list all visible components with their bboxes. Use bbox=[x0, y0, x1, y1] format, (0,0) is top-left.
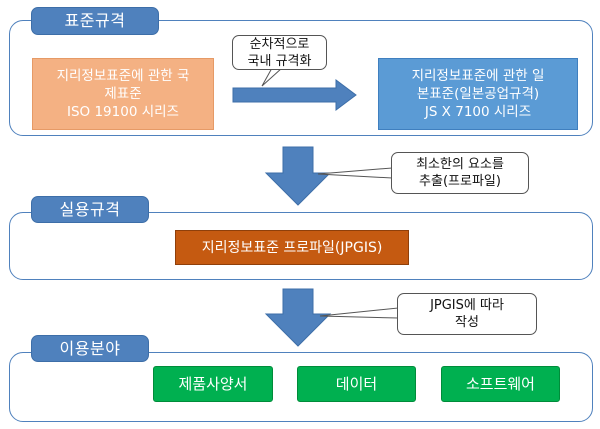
usage-item-label: 제품사양서 bbox=[178, 375, 248, 393]
transform-note-callout: 순차적으로 국내 규격화 bbox=[232, 35, 327, 70]
down-arrow-to-practical bbox=[264, 146, 332, 206]
japanese-standard-text: 지리정보표준에 관한 일 본표준(일본공업규격) JS X 7100 시리즈 bbox=[411, 68, 545, 120]
down-arrow-to-usage bbox=[264, 288, 332, 347]
usage-item-product-spec: 제품사양서 bbox=[153, 366, 273, 402]
callout-pointer-create bbox=[319, 307, 399, 319]
usage-item-label: 소프트웨어 bbox=[465, 375, 535, 393]
callout-pointer-transform bbox=[261, 67, 284, 87]
usage-item-software: 소프트웨어 bbox=[441, 366, 560, 402]
japanese-standard-box: 지리정보표준에 관한 일 본표준(일본공업규격) JS X 7100 시리즈 bbox=[378, 58, 578, 130]
usage-section-tab: 이용분야 bbox=[31, 335, 149, 362]
international-standard-box: 지리정보표준에 관한 국 제표준 ISO 19100 시리즈 bbox=[32, 58, 214, 130]
jpgis-profile-text: 지리정보표준 프로파일(JPGIS) bbox=[201, 239, 383, 256]
create-note-text: JPGIS에 따라 작성 bbox=[430, 298, 504, 330]
usage-item-data: 데이터 bbox=[297, 366, 416, 402]
jpgis-profile-box: 지리정보표준 프로파일(JPGIS) bbox=[175, 230, 409, 265]
standard-section-tab: 표준규격 bbox=[31, 7, 159, 35]
right-arrow bbox=[232, 79, 357, 111]
create-note-callout: JPGIS에 따라 작성 bbox=[397, 293, 537, 335]
callout-pointer-extract bbox=[317, 167, 393, 179]
usage-item-label: 데이터 bbox=[335, 375, 378, 393]
transform-note-text: 순차적으로 국내 규격화 bbox=[247, 36, 312, 69]
extract-note-text: 최소한의 요소를 추출(프로파일) bbox=[416, 157, 504, 189]
practical-section-tab: 실용규격 bbox=[31, 196, 149, 223]
practical-section-panel bbox=[9, 212, 593, 280]
extract-note-callout: 최소한의 요소를 추출(프로파일) bbox=[391, 152, 529, 194]
international-standard-text: 지리정보표준에 관한 국 제표준 ISO 19100 시리즈 bbox=[56, 68, 190, 120]
